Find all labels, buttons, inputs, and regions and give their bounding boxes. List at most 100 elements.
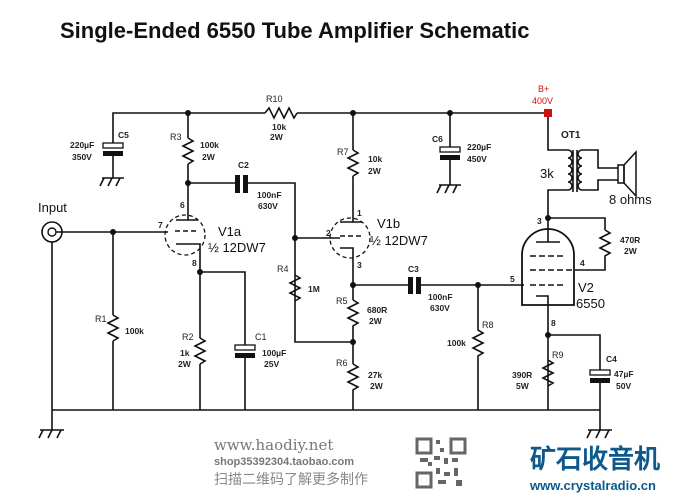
c1-value: 100µF [262,348,286,358]
v1a-type: ½ 12DW7 [208,240,266,255]
r4-value: 1M [308,284,320,294]
r3-rating: 2W [202,152,216,162]
c4-ref: C4 [606,354,617,364]
capacitor-c1 [200,271,256,410]
brand-logo: 矿石收音机 [530,444,660,475]
ground-icon [99,177,124,187]
resistor-r3 [181,113,195,210]
c2-ref: C2 [238,160,249,170]
r9-rating: 5W [516,381,530,391]
ground-icon [586,429,612,439]
r2-ref: R2 [182,332,194,342]
ground-icon [436,184,461,194]
capacitor-c4 [548,334,611,430]
v1b-type: ½ 12DW7 [370,233,428,248]
v1b-ref: V1b [377,216,400,231]
b-plus-rail [112,106,552,145]
r8-ref: R8 [482,320,494,330]
r4-ref: R4 [277,264,289,274]
input-label: Input [38,200,67,215]
v1a-pin-6: 6 [180,200,185,210]
c4-rating: 50V [616,381,631,391]
v2-pin-4: 4 [580,258,585,268]
c1-ref: C1 [255,332,267,342]
v1b-pin-3: 3 [357,260,362,270]
r9-ref: R9 [552,350,564,360]
r1-value: 100k [125,326,144,336]
resistor-r4 [288,274,302,302]
r7-ref: R7 [337,147,349,157]
r9-value: 390R [512,370,532,380]
resistor-r1 [106,232,120,410]
v1a-pin-7: 7 [158,220,163,230]
c1-rating: 25V [264,359,279,369]
c2-value: 100nF [257,190,282,200]
ground-icon [38,429,64,439]
tube-v2 [521,215,612,410]
c5-value: 220µF [70,140,94,150]
speaker-icon [617,150,637,198]
c6-value: 220µF [467,142,491,152]
r10-value: 10k [272,122,286,132]
v2-pin-5: 5 [510,274,515,284]
r5-value: 680R [367,305,387,315]
resistor-r7 [346,113,360,222]
r10-ref: R10 [266,94,283,104]
c6-ref: C6 [432,134,443,144]
watermark-shop: shop35392304.taobao.com [214,456,354,468]
capacitor-c5 [102,142,124,178]
r8-value: 100k [447,338,466,348]
b-plus-label: B+ [538,84,549,94]
v2-ref: V2 [578,280,594,295]
v2-pin-3: 3 [537,216,542,226]
resistor-r6 [346,363,360,410]
r6-ref: R6 [336,358,348,368]
c4-value: 47µF [614,369,634,379]
c2-rating: 630V [258,201,278,211]
v1a-ref: V1a [218,224,242,239]
output-transformer-ot1 [547,117,618,218]
v1b-pin-1: 1 [357,208,362,218]
diagram-title: Single-Ended 6550 Tube Amplifier Schemat… [60,18,529,43]
r2-rating: 2W [178,359,192,369]
v2-pin-8: 8 [551,318,556,328]
c5-rating: 350V [72,152,92,162]
r7-value: 10k [368,154,382,164]
capacitor-c6 [439,113,461,185]
c6-rating: 450V [467,154,487,164]
c3-value: 100nF [428,292,453,302]
r7-rating: 2W [368,166,382,176]
v2-type: 6550 [576,296,605,311]
v1b-pin-2: 2 [326,228,331,238]
r2-value: 1k [180,348,190,358]
ot1-ref: OT1 [561,130,581,141]
watermark-scan-text: 扫描二维码了解更多制作 [214,471,368,488]
resistor-r9 [541,359,555,387]
resistor-r5 [346,299,360,364]
r5-rating: 2W [369,316,383,326]
b-plus-voltage: 400V [532,96,553,106]
r470-value: 470R [620,235,640,245]
watermark-site: www.haodiy.net [214,436,333,454]
tube-v1b [295,217,371,300]
r3-ref: R3 [170,132,182,142]
brand-url: www.crystalradio.cn [529,478,656,493]
r3-value: 100k [200,140,219,150]
speaker-impedance: 8 ohms [609,192,652,207]
tube-v1a [164,210,206,275]
resistor-r2 [193,272,207,410]
r6-value: 27k [368,370,382,380]
qr-code-icon [415,437,467,489]
v1a-pin-8: 8 [192,258,197,268]
c3-ref: C3 [408,264,419,274]
capacitor-c2 [188,175,353,343]
c5-ref: C5 [118,130,129,140]
r6-rating: 2W [370,381,384,391]
r10-rating: 2W [270,132,284,142]
r470-rating: 2W [624,246,638,256]
r5-ref: R5 [336,296,348,306]
c3-rating: 630V [430,303,450,313]
resistor-r8 [471,285,485,410]
